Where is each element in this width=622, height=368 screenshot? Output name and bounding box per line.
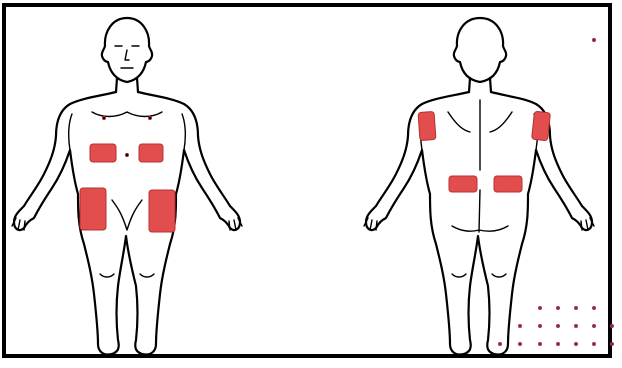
injection-site-upper-arm-right[interactable]	[418, 111, 436, 140]
front-inner-arm-right	[69, 114, 72, 150]
back-shoulder-blade-right	[448, 112, 470, 132]
injection-site-thigh-left[interactable]	[149, 190, 175, 232]
injection-site-buttock-right[interactable]	[449, 176, 477, 192]
pattern-dot	[557, 307, 560, 310]
front-chest-line	[92, 112, 162, 117]
pattern-dot	[575, 325, 578, 328]
pattern-dot	[611, 325, 614, 328]
back-head-outline	[454, 18, 506, 82]
accent-dot	[592, 38, 595, 41]
front-body-outline	[14, 92, 240, 355]
injection-site-abdomen-right[interactable]	[90, 144, 116, 162]
injection-site-abdomen-left[interactable]	[139, 144, 163, 162]
back-knee-right	[452, 274, 466, 277]
front-nipple-right	[102, 116, 105, 119]
back-shoulder-blade-left	[490, 112, 512, 132]
front-inner-arm-left	[182, 114, 185, 150]
pattern-dot	[519, 343, 522, 346]
pattern-dot	[539, 307, 542, 310]
pattern-dot	[575, 343, 578, 346]
front-groin	[112, 200, 142, 230]
pattern-dot	[539, 325, 542, 328]
front-nipple-left	[148, 116, 151, 119]
injection-site-upper-arm-left[interactable]	[532, 111, 551, 141]
pattern-dot	[593, 343, 596, 346]
pattern-dot	[611, 343, 614, 346]
pattern-dot	[557, 343, 560, 346]
front-knee-left	[140, 274, 154, 277]
injection-site-buttock-left[interactable]	[494, 176, 522, 192]
front-nose	[125, 50, 129, 60]
pattern-dot	[593, 325, 596, 328]
pattern-dot	[575, 307, 578, 310]
pattern-dot	[519, 325, 522, 328]
front-injection-sites	[80, 144, 175, 232]
front-navel	[125, 153, 128, 156]
back-knee-left	[492, 274, 506, 277]
pattern-dot	[499, 343, 502, 346]
front-body-figure	[12, 18, 242, 355]
pattern-dot	[539, 343, 542, 346]
injection-site-thigh-right[interactable]	[80, 188, 106, 230]
back-body-figure	[364, 18, 594, 355]
pattern-dot	[593, 307, 596, 310]
pattern-dot	[557, 325, 560, 328]
front-knee-right	[100, 274, 114, 277]
back-buttocks-crease	[452, 190, 508, 232]
